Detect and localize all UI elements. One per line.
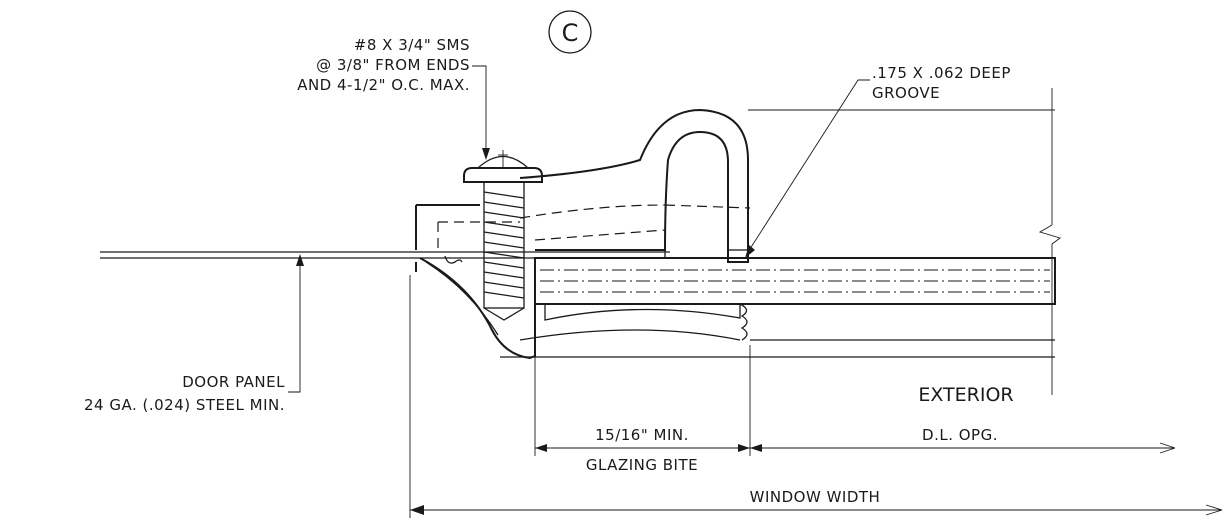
right-break-line [748, 88, 1061, 395]
window-width-dimension: WINDOW WIDTH [409, 275, 1223, 518]
glazing-bite-label1: 15/16" MIN. [595, 426, 689, 444]
screw-callout-line2: @ 3/8" FROM ENDS [316, 56, 470, 74]
screw-fastener [463, 150, 543, 321]
exterior-label: EXTERIOR [918, 384, 1013, 406]
lower-gasket [500, 303, 1055, 358]
groove-leader-line [747, 79, 870, 253]
screw-leader-line [472, 65, 487, 150]
dl-opening-dimension: D.L. OPG. [750, 426, 1176, 454]
detail-marker-label: C [562, 19, 579, 47]
glass-unit [534, 249, 1056, 305]
detail-marker: C [548, 10, 592, 54]
glazing-bite-dimension: 15/16" MIN. GLAZING BITE [534, 312, 751, 474]
groove-callout-line1: .175 X .062 DEEP [872, 64, 1011, 82]
glazing-retainer [519, 108, 751, 263]
panel-leader-arrow [296, 254, 304, 266]
panel-callout-line1: DOOR PANEL [182, 373, 285, 391]
screw-callout-line3: AND 4-1/2" O.C. MAX. [297, 76, 470, 94]
glazing-bite-label2: GLAZING BITE [586, 456, 698, 474]
dl-opening-label: D.L. OPG. [922, 426, 998, 444]
panel-leader-line [288, 262, 301, 393]
groove-callout-line2: GROOVE [872, 84, 940, 102]
screw-leader-arrow [482, 148, 490, 160]
screw-callout-line1: #8 X 3/4" SMS [354, 36, 470, 54]
groove-leader-arrow [745, 245, 755, 258]
inner-frame [415, 204, 536, 360]
window-width-label: WINDOW WIDTH [750, 488, 881, 506]
panel-callout-line2: 24 GA. (.024) STEEL MIN. [84, 396, 285, 414]
